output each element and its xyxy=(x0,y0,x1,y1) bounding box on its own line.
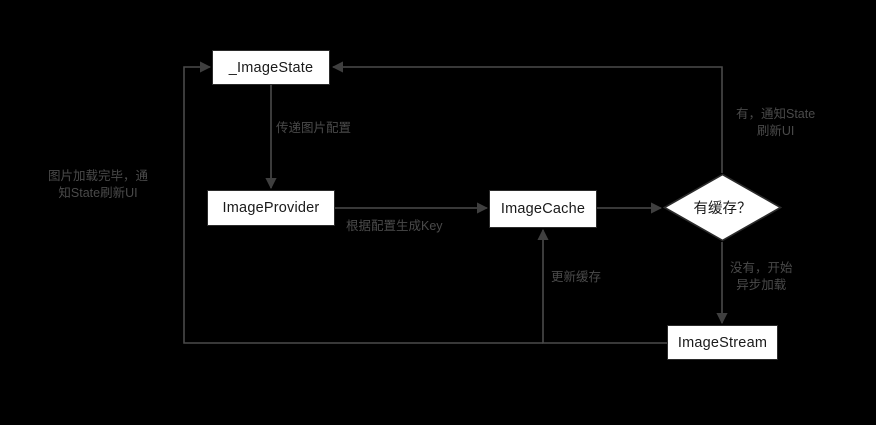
node-image-stream[interactable]: ImageStream xyxy=(667,325,778,360)
node-image-provider-label: ImageProvider xyxy=(222,200,320,216)
node-image-state[interactable]: _ImageState xyxy=(212,50,330,85)
edge-label-stream-to-state: 图片加载完毕，通 知State刷新UI xyxy=(48,169,149,200)
edge-label-state-to-provider: 传递图片配置 xyxy=(276,121,352,135)
edge-label-decision-to-state: 有，通知State 刷新UI xyxy=(736,107,816,138)
edge-stream-to-cache xyxy=(537,228,667,344)
edge-stream-to-state xyxy=(183,61,543,344)
node-has-cache-label: 有缓存？ xyxy=(693,201,752,217)
node-image-provider[interactable]: ImageProvider xyxy=(207,190,335,226)
edge-label-decision-to-stream: 没有，开始 异步加载 xyxy=(730,261,793,292)
node-image-stream-label: ImageStream xyxy=(677,334,768,351)
node-image-cache-label: ImageCache xyxy=(500,201,586,217)
node-image-cache[interactable]: ImageCache xyxy=(489,190,597,228)
edge-decision-to-state xyxy=(331,61,723,173)
node-has-cache[interactable]: 有缓存？ xyxy=(663,173,782,242)
diamond-shape xyxy=(663,173,782,242)
node-image-state-label: _ImageState xyxy=(228,59,314,76)
edge-label-stream-to-cache: 更新缓存 xyxy=(551,270,602,284)
edge-label-provider-to-cache: 根据配置生成Key xyxy=(346,219,443,233)
